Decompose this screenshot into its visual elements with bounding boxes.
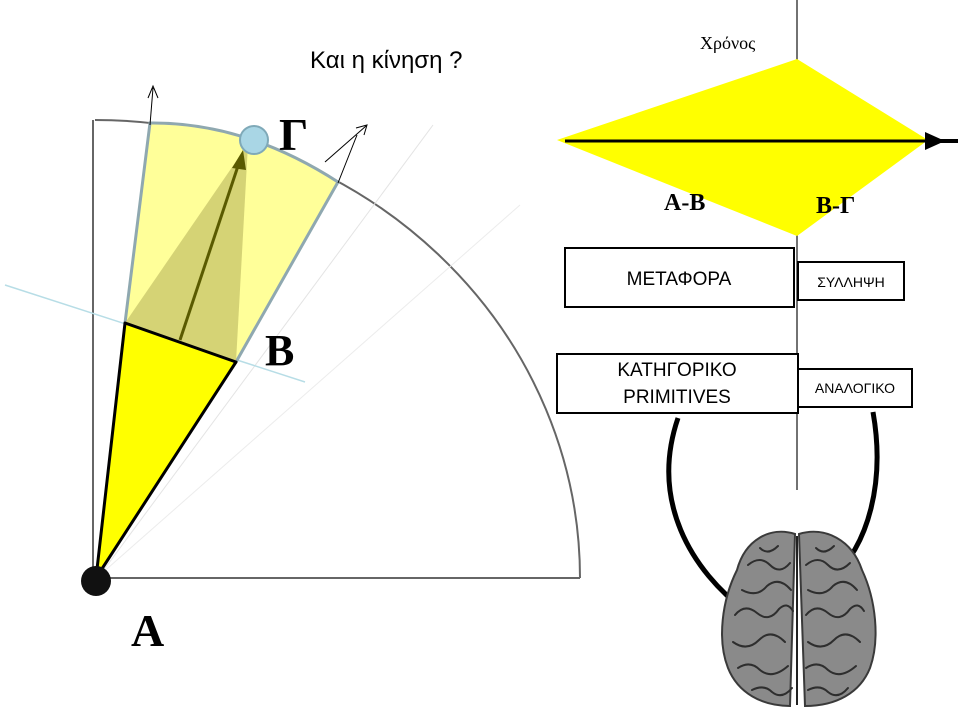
guide-line-2 <box>99 204 521 576</box>
brain-image <box>721 530 877 708</box>
brain-left-hemisphere <box>721 530 797 708</box>
inner-wedge <box>125 144 248 362</box>
guide-line-1 <box>99 124 434 576</box>
label-a: A <box>131 605 164 656</box>
segment-bg-label: B-Γ <box>816 193 855 219</box>
angled-arrow-2 <box>337 134 358 184</box>
label-g: Γ <box>279 109 308 160</box>
time-axis-label: Χρόνος <box>700 33 755 53</box>
segment-ab-label: A-B <box>664 190 705 216</box>
box-metafora <box>564 247 795 308</box>
angled-arrow-1-head <box>355 124 368 136</box>
point-g-dot <box>239 125 269 155</box>
yellow-diamond <box>557 59 928 236</box>
box-katigoriko-label-1: ΚΑΤΗΓΟΡΙΚΟ <box>617 360 736 381</box>
vertical-arrow-head <box>147 84 159 99</box>
brain-folds <box>732 545 865 697</box>
motion-arrow-head <box>232 150 246 170</box>
motion-diagram: A B Γ <box>4 84 581 656</box>
label-b: B <box>265 326 294 375</box>
box-katigoriko-label-2: PRIMITIVES <box>623 387 731 408</box>
point-a-dot <box>81 566 111 596</box>
time-diagram: Χρόνος A-B B-Γ ΜΕΤΑΦΟΡΑ ΣΥΛΛΗΨΗ ΚΑΤΗΓΟΡΙ… <box>556 0 958 622</box>
angled-arrow-1 <box>324 125 367 163</box>
motion-arrow <box>178 159 242 341</box>
box-analogiko <box>797 368 913 408</box>
box-syllipsi <box>797 261 905 301</box>
box-analogiko-label: ΑΝΑΛΟΓΙΚΟ <box>815 380 895 396</box>
slide-title: Και η κίνηση ? <box>310 47 462 74</box>
box-metafora-label: ΜΕΤΑΦΟΡΑ <box>627 269 732 290</box>
brain-right-hemisphere <box>797 530 877 708</box>
vertical-arrow <box>149 87 154 126</box>
box-syllipsi-label: ΣΥΛΛΗΨΗ <box>817 274 885 290</box>
sector-a-b <box>94 321 238 580</box>
